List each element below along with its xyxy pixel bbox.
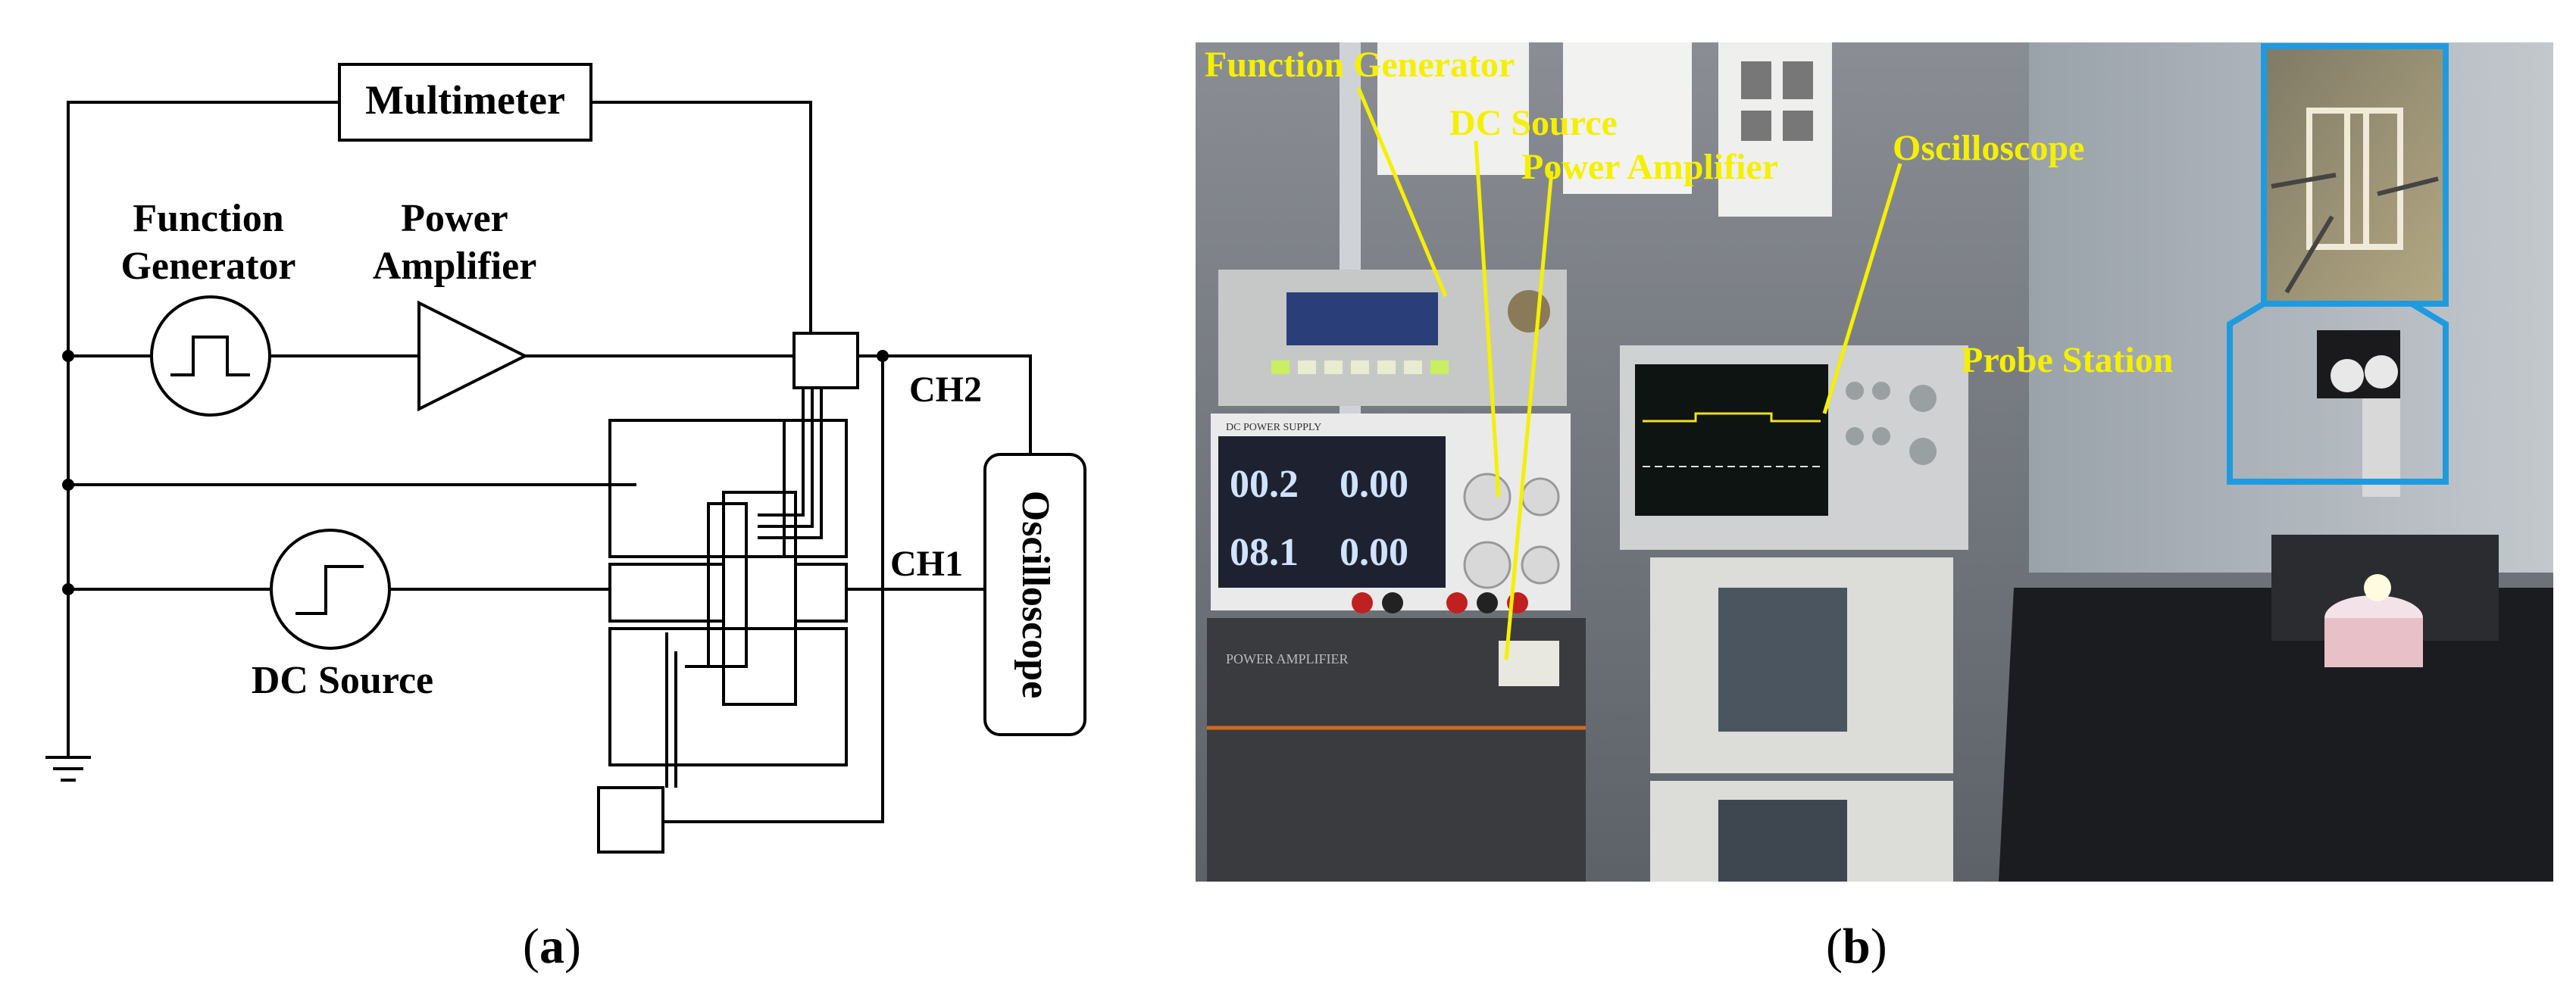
electrode-lower (608, 627, 848, 766)
poster-1 (1377, 42, 1529, 175)
fg-screen (1286, 292, 1438, 345)
bottom-pad (597, 786, 664, 854)
top-pad (792, 332, 859, 389)
analyzer-upper-screen (1718, 588, 1847, 732)
analyzer-lower-screen (1718, 800, 1847, 882)
oscilloscope-screen (1635, 364, 1828, 516)
pointer-power-amplifier (1504, 170, 1554, 660)
multimeter-wire-right (591, 101, 812, 333)
ch2-label: CH2 (909, 370, 982, 410)
probe-light (2364, 574, 2391, 601)
caption-b: (b) (1826, 919, 1887, 974)
electrode-mid-left (608, 563, 725, 623)
dc-source-label: DC Source (252, 659, 433, 702)
electrode-upper-right (783, 419, 848, 558)
lab-photo-panel: DC POWER SUPPLY 00.2 0.00 08.1 0.00 POWE… (1196, 42, 2553, 882)
amp-panel-text: POWER AMPLIFIER (1226, 651, 1349, 666)
step-icon (295, 565, 364, 615)
function-label-line2: Generator (120, 245, 295, 288)
junction-2 (62, 479, 74, 491)
pulse-icon (170, 336, 250, 376)
psu-v2: 08.1 (1230, 531, 1299, 574)
psu-v1: 00.2 (1230, 463, 1299, 506)
junction-1 (62, 350, 74, 362)
inset-image (2264, 46, 2446, 304)
trace-3 (758, 388, 823, 539)
oscilloscope-label: Oscilloscope (1014, 491, 1057, 698)
label-probe-station: Probe Station (1961, 340, 2173, 380)
trace-2 (758, 388, 814, 528)
label-function-generator: Function Generator (1205, 45, 1515, 85)
pointer-oscilloscope (1822, 163, 1902, 414)
multimeter-wire (67, 101, 339, 757)
psu-a1: 0.00 (1340, 463, 1408, 506)
microscope-eyepiece-2 (2365, 355, 2398, 389)
electrode-mid-right (794, 563, 848, 623)
ch1-label: CH1 (890, 544, 963, 584)
caption-a: (a) (523, 919, 581, 974)
pointer-dc-source (1474, 140, 1501, 498)
junction-3 (62, 583, 74, 595)
microscope-eyepiece-1 (2331, 359, 2364, 392)
fg-knob (1508, 290, 1550, 332)
psu-title: DC POWER SUPPLY (1226, 422, 1321, 433)
function-generator-symbol (150, 295, 271, 417)
dc-source-symbol (270, 529, 391, 650)
function-label-line1: Function (133, 197, 283, 240)
label-power-amplifier: Power Amplifier (1521, 147, 1778, 187)
channel-bar (707, 502, 748, 668)
label-dc-source: DC Source (1449, 103, 1618, 143)
power-amplifier-symbol (417, 300, 529, 412)
poster-3 (1718, 42, 1832, 217)
pointer-function-generator (1356, 87, 1448, 297)
psu-display-panel (1218, 436, 1446, 588)
oscilloscope-box (983, 453, 1086, 736)
power-label-line2: Amplifier (373, 245, 537, 288)
multimeter-box (338, 63, 592, 142)
node-to-bottom-wire (663, 356, 884, 823)
poster-2 (1563, 42, 1692, 194)
label-oscilloscope: Oscilloscope (1893, 128, 2084, 168)
inset-frame (2261, 43, 2449, 307)
scope-trace-yellow (1643, 412, 1821, 423)
schematic-panel: Multimeter Function Generator Power Ampl… (45, 63, 1086, 854)
inset-connector (2227, 301, 2449, 485)
psu-a2: 0.00 (1340, 531, 1408, 574)
ch2-wire (858, 354, 1032, 454)
multimeter-label: Multimeter (365, 77, 565, 123)
trace-1 (758, 388, 805, 517)
power-label-line1: Power (401, 197, 508, 240)
center-block (722, 491, 797, 706)
